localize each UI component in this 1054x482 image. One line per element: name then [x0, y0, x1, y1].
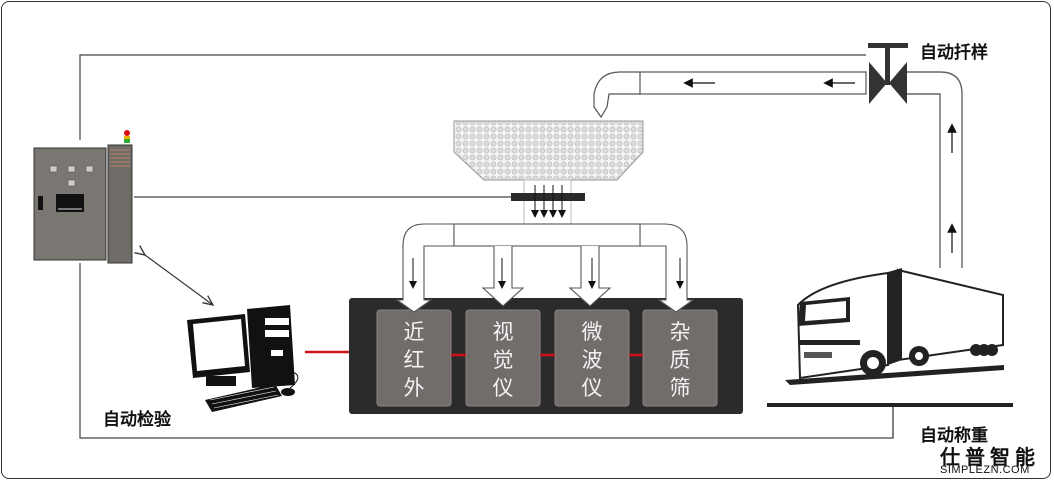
sample-hopper-icon: [453, 120, 644, 181]
auto-inspection-label: 自动检验: [103, 410, 171, 430]
brand-logo: 仕普智能: [940, 445, 1040, 469]
module-char: 筛: [669, 376, 691, 400]
return-pipe: [593, 71, 867, 119]
module-char: 杂: [669, 320, 691, 344]
sampling-pipe: [905, 71, 963, 268]
feed-arrows: [531, 185, 566, 218]
computer-workstation-icon: [187, 305, 299, 412]
control-cabinet-icon: [33, 130, 133, 264]
module-label-nir: 近 红 外: [377, 318, 451, 402]
auto-sampling-label: 自动扦样: [920, 43, 988, 63]
module-char: 微: [581, 320, 603, 344]
module-char: 红: [403, 348, 425, 372]
weighbridge-platform: [767, 403, 1013, 407]
auto-weighing-label: 自动称重: [920, 426, 988, 446]
module-char: 仪: [492, 376, 514, 400]
module-char: 近: [403, 320, 425, 344]
module-box-vision: [465, 309, 541, 407]
module-char: 质: [669, 348, 691, 372]
module-label-impurity-sieve: 杂 质 筛: [643, 318, 717, 402]
sampling-valve-icon: [868, 43, 908, 104]
feeder-bar: [511, 193, 585, 201]
module-label-vision: 视 觉 仪: [466, 318, 540, 402]
module-box-impurity-sieve: [642, 309, 718, 407]
data-link-arrow: [145, 255, 213, 305]
module-label-microwave: 微 波 仪: [555, 318, 629, 402]
hopper-outlet: [523, 179, 572, 225]
module-char: 视: [492, 320, 514, 344]
grain-truck-icon: [785, 268, 1004, 385]
module-char: 觉: [492, 348, 514, 372]
module-char: 波: [581, 348, 603, 372]
distribution-manifold: [395, 223, 695, 313]
module-char: 外: [403, 376, 425, 400]
module-char: 仪: [581, 376, 603, 400]
distribution-arrows: [409, 258, 684, 289]
module-box-microwave: [554, 309, 630, 407]
brand-site: SIMPLEZN.COM: [940, 464, 1030, 476]
